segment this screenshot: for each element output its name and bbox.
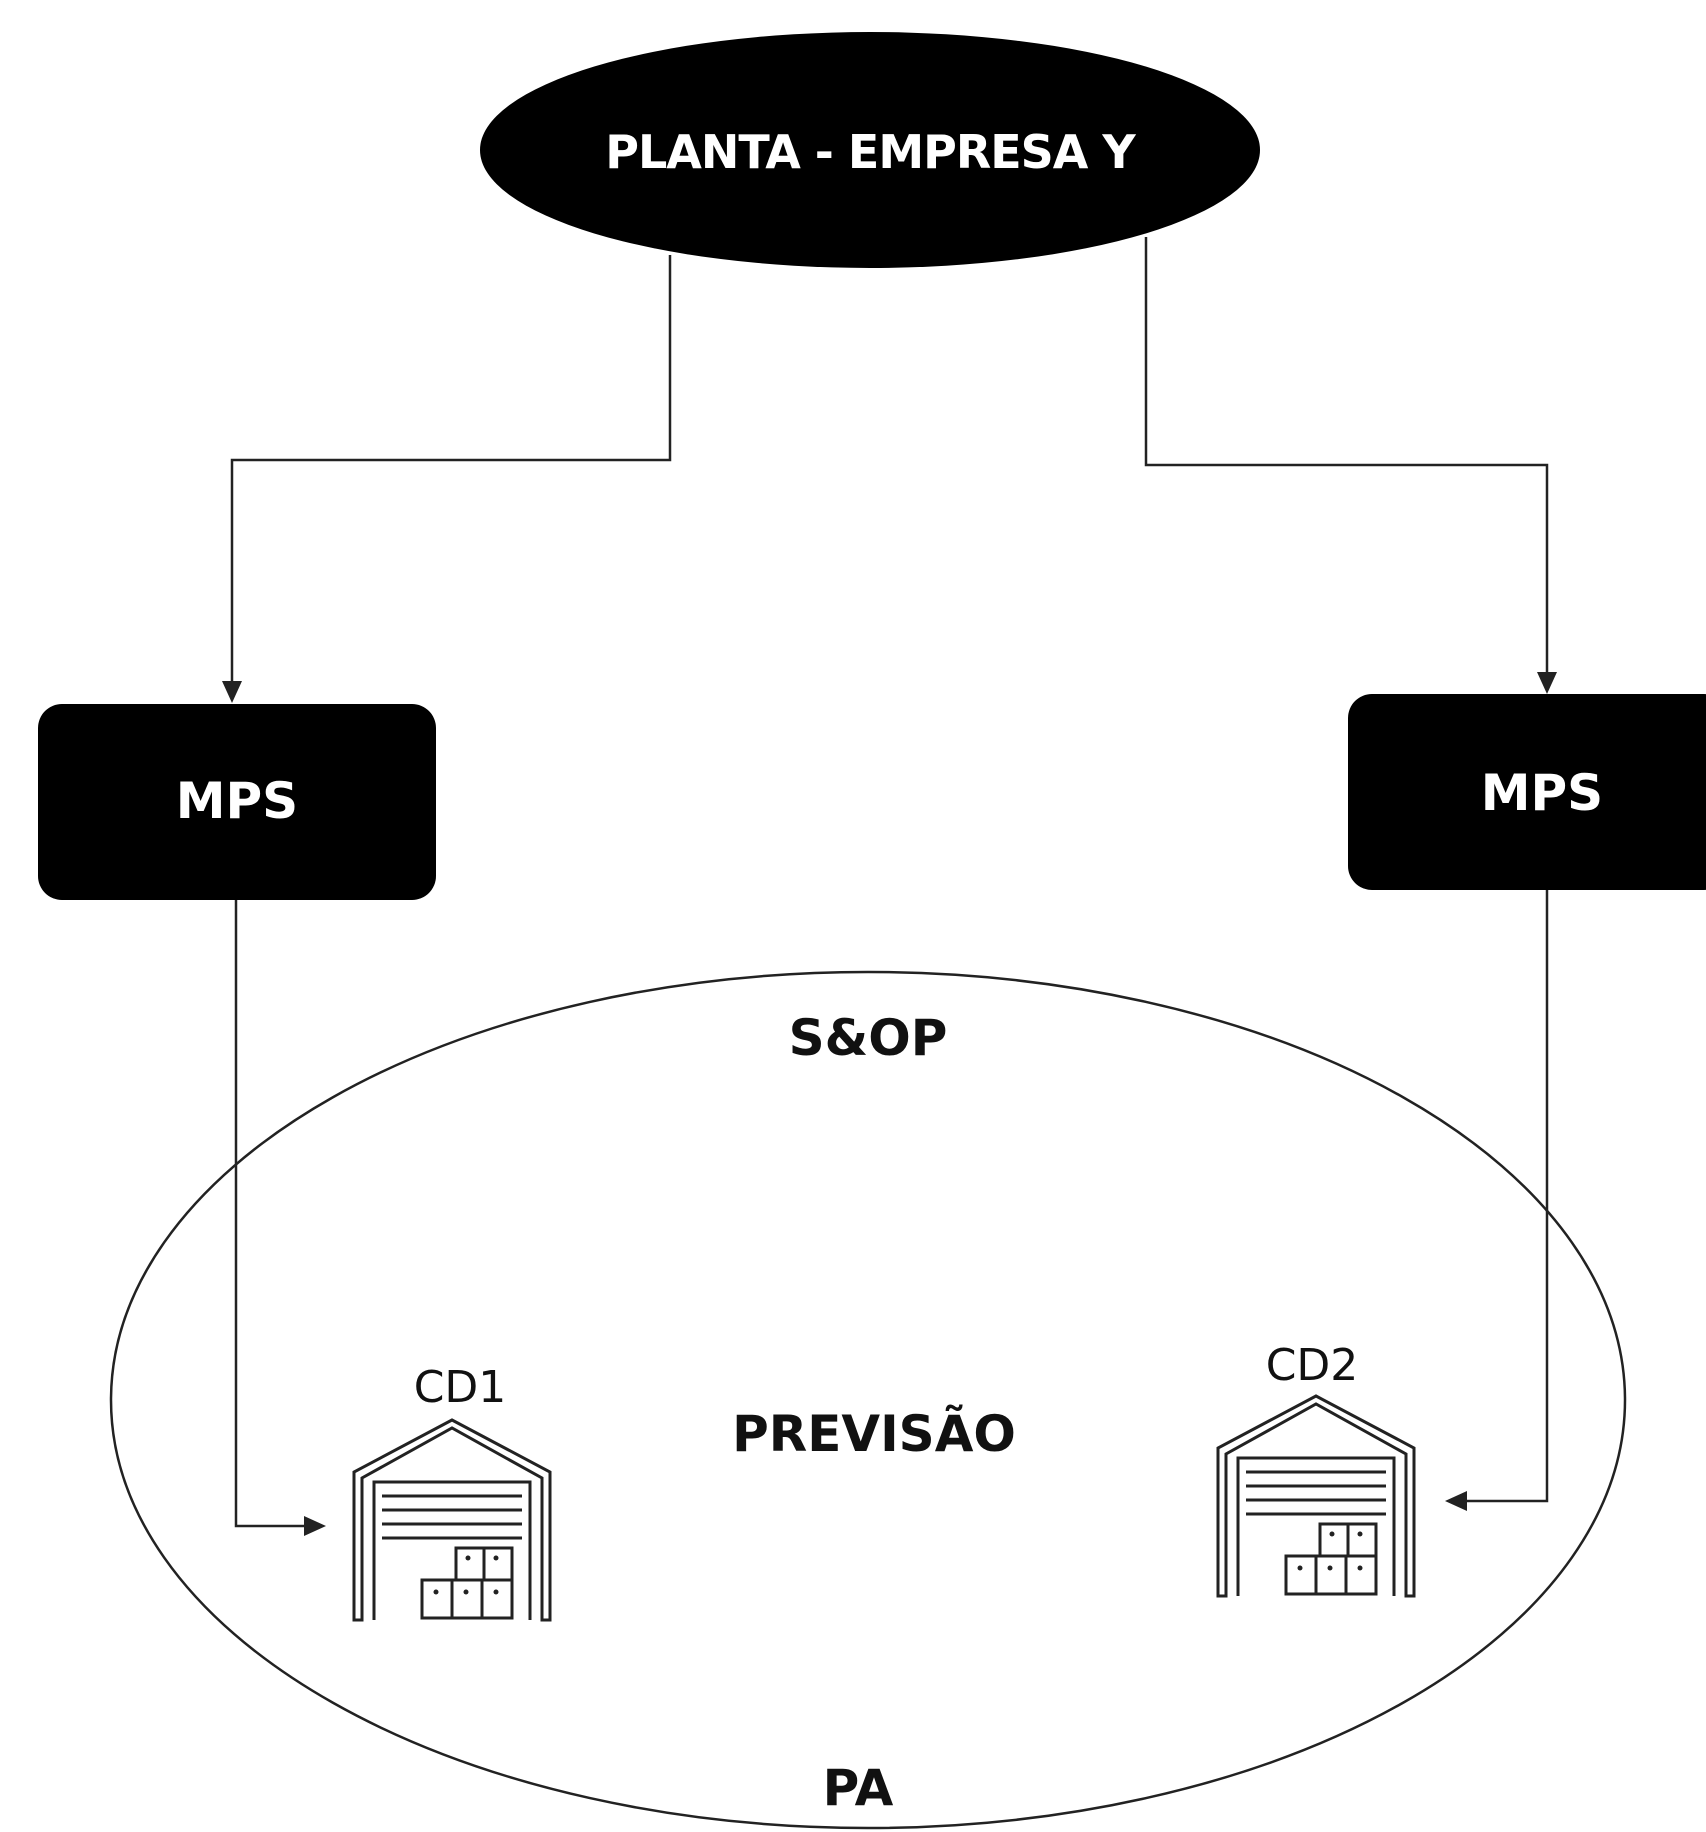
connector-left-mps-to-cd1 <box>234 900 306 1528</box>
previsao-label: PREVISÃO <box>732 1404 1016 1463</box>
pa-label: PA <box>823 1759 894 1817</box>
warehouse-cd1: CD1 <box>352 1362 552 1622</box>
connector-top-to-right-mps <box>1144 237 1549 674</box>
left-mps-label: MPS <box>176 772 298 830</box>
warehouse-icon <box>1216 1394 1416 1598</box>
left-mps-box: MPS <box>38 704 436 900</box>
arrowhead-right-mps <box>1537 672 1557 694</box>
right-mps-box: MPS <box>1348 694 1706 890</box>
right-mps-shape <box>1348 694 1706 890</box>
warehouse-cd2: CD2 <box>1216 1340 1416 1598</box>
cd2-label: CD2 <box>1266 1340 1359 1391</box>
arrowhead-left-mps <box>222 681 242 703</box>
connector-right-mps-to-cd2 <box>1465 890 1549 1503</box>
arrowhead-cd2 <box>1445 1491 1467 1511</box>
top-node-label: PLANTA - EMPRESA Y <box>605 125 1136 179</box>
top-node-shape <box>480 32 1260 268</box>
top-node: PLANTA - EMPRESA Y <box>480 32 1260 268</box>
left-mps-shape <box>38 704 436 900</box>
sop-label: S&OP <box>789 1009 948 1067</box>
right-mps-label: MPS <box>1481 764 1603 822</box>
warehouse-icon <box>352 1418 552 1622</box>
connector-top-to-left-mps <box>230 255 672 683</box>
cd1-label: CD1 <box>414 1362 507 1413</box>
arrowhead-cd1 <box>304 1516 326 1536</box>
sop-region <box>109 970 1627 1830</box>
